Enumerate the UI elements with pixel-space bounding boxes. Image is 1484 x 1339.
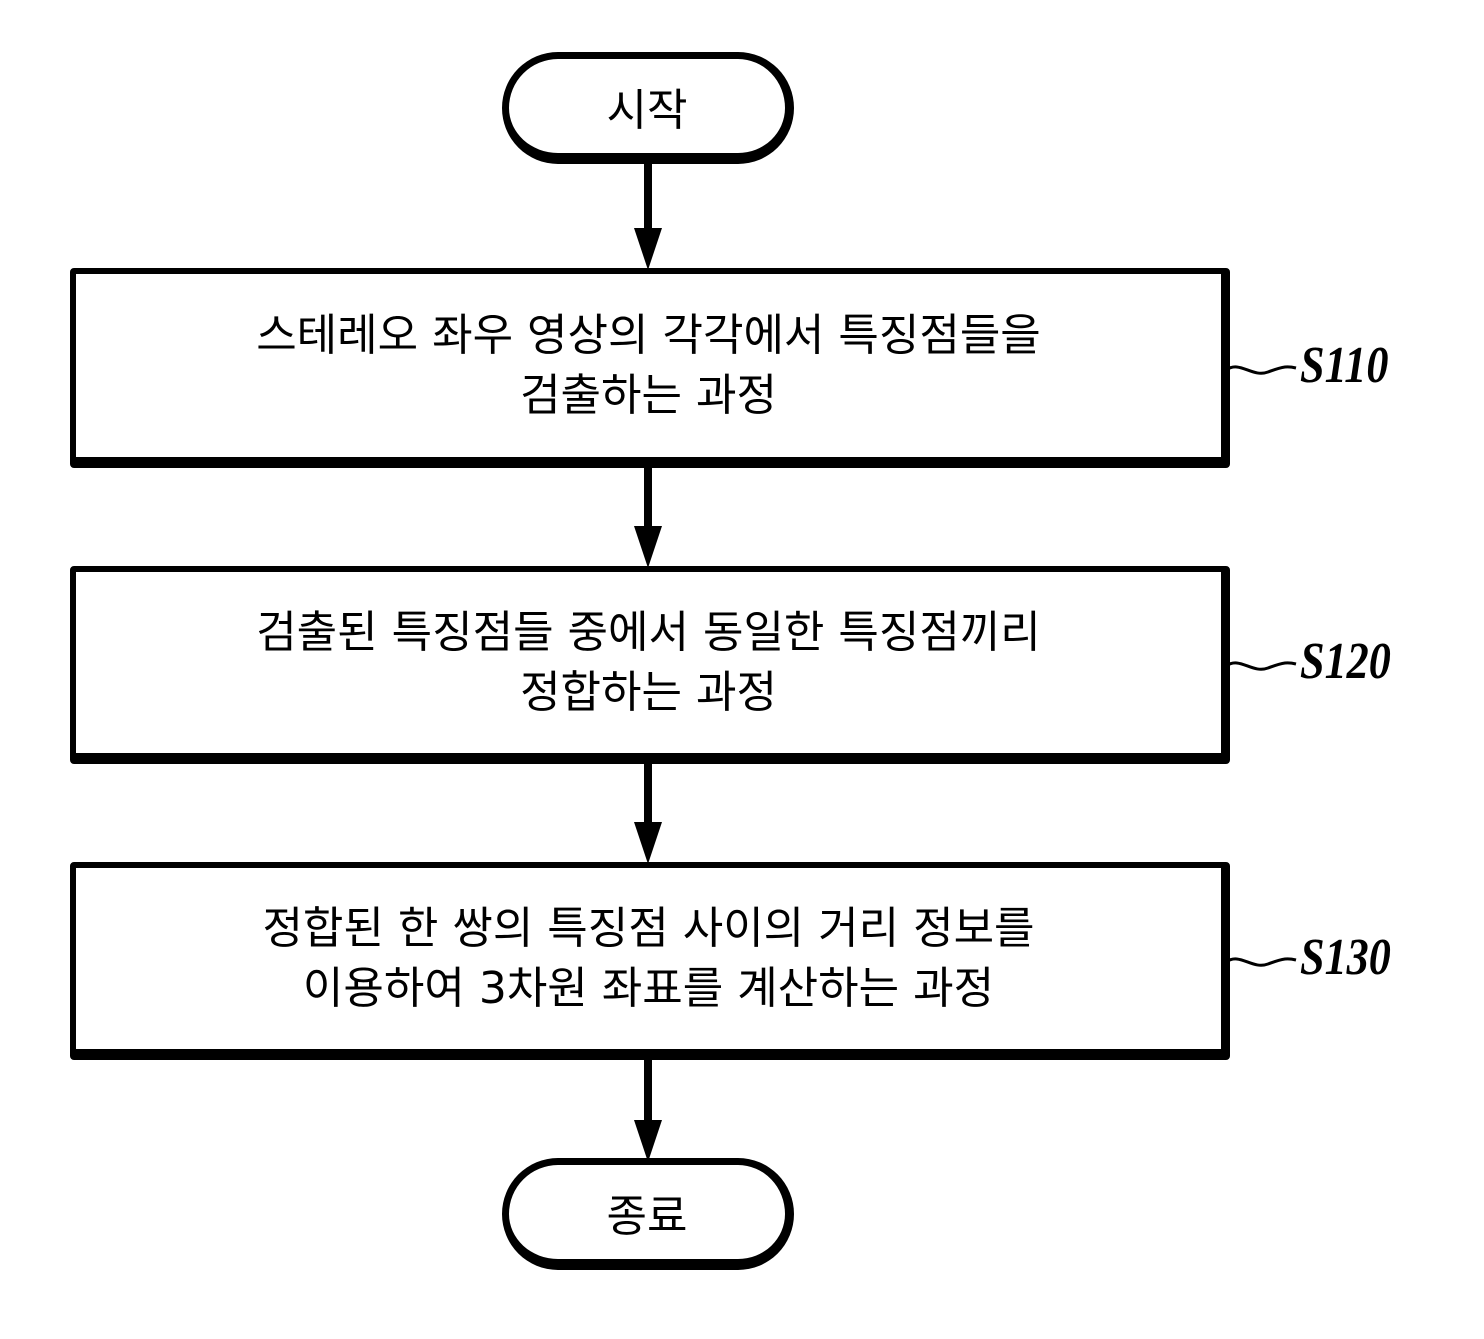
- step-id-s110: S110: [1300, 337, 1389, 394]
- arrow-start-to-s110: [634, 160, 662, 270]
- leader-s120: [1225, 661, 1297, 671]
- end-label: 종료: [606, 1191, 688, 1242]
- step-s120-line-1: 검출된 특징점들 중에서 동일한 특징점끼리: [256, 606, 1041, 658]
- step-s110-line-1: 스테레오 좌우 영상의 각각에서 특징점들을: [256, 309, 1041, 361]
- process-step-s120: 검출된 특징점들 중에서 동일한 특징점끼리 정합하는 과정: [70, 566, 1230, 764]
- step-id-s120: S120: [1300, 633, 1391, 690]
- end-terminal: 종료: [502, 1158, 794, 1270]
- process-step-s110: 스테레오 좌우 영상의 각각에서 특징점들을 검출하는 과정: [70, 268, 1230, 468]
- step-s130-line-1: 정합된 한 쌍의 특징점 사이의 거리 정보를: [262, 902, 1035, 954]
- arrow-s120-to-s130: [634, 762, 662, 864]
- process-step-s130: 정합된 한 쌍의 특징점 사이의 거리 정보를 이용하여 3차원 좌표를 계산하…: [70, 862, 1230, 1060]
- step-s110-line-2: 검출하는 과정: [520, 369, 777, 421]
- step-s130-line-2: 이용하여 3차원 좌표를 계산하는 과정: [302, 962, 995, 1014]
- leader-s110: [1225, 365, 1297, 375]
- step-s120-line-2: 정합하는 과정: [520, 666, 777, 718]
- start-terminal: 시작: [502, 52, 794, 164]
- leader-s130: [1225, 957, 1297, 967]
- step-id-s130: S130: [1300, 929, 1391, 986]
- arrow-s110-to-s120: [634, 465, 662, 568]
- start-label: 시작: [606, 85, 688, 136]
- arrow-s130-to-end: [634, 1058, 662, 1162]
